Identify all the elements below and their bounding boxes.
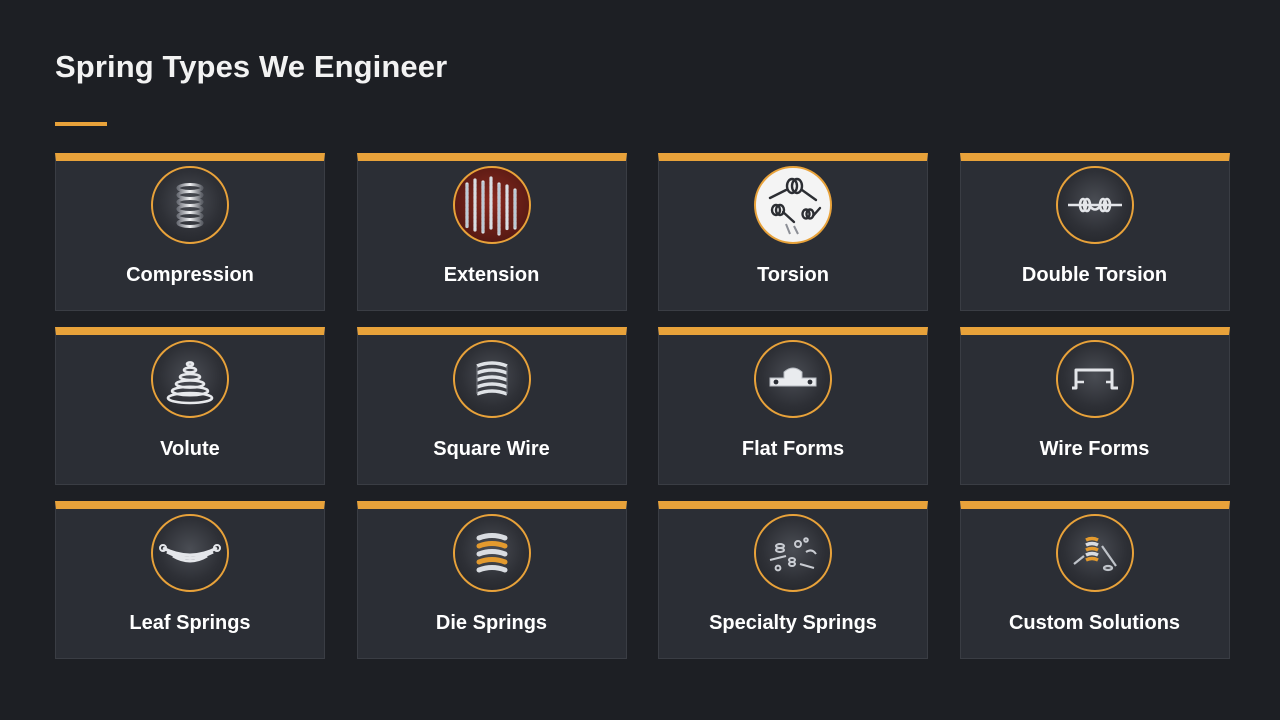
flat-form-icon	[754, 340, 832, 418]
card-label: Torsion	[757, 264, 829, 286]
card-torsion[interactable]: Torsion	[658, 153, 928, 311]
card-label: Leaf Springs	[129, 612, 251, 634]
card-square-wire[interactable]: Square Wire	[356, 327, 627, 485]
spring-type-grid: Compression	[55, 153, 1230, 659]
card-label: Wire Forms	[1039, 438, 1150, 460]
card-custom-solutions[interactable]: Custom Solutions	[959, 501, 1230, 659]
card-volute[interactable]: Volute	[55, 327, 325, 485]
card-label: Volute	[160, 438, 220, 460]
card-label: Double Torsion	[1021, 264, 1168, 286]
card-extension[interactable]: Extension	[356, 153, 627, 311]
card-label: Custom Solutions	[1008, 612, 1181, 634]
double-torsion-spring-icon	[1055, 166, 1134, 244]
compression-spring-icon	[151, 166, 229, 244]
square-wire-spring-icon	[452, 340, 531, 418]
title-accent-rule	[55, 122, 107, 126]
die-spring-icon	[452, 514, 531, 592]
card-specialty-springs[interactable]: Specialty Springs	[658, 501, 928, 659]
card-label: Specialty Springs	[709, 612, 877, 634]
card-leaf-springs[interactable]: Leaf Springs	[55, 501, 325, 659]
card-double-torsion[interactable]: Double Torsion	[959, 153, 1230, 311]
custom-solutions-icon	[1055, 514, 1134, 592]
card-die-springs[interactable]: Die Springs	[356, 501, 627, 659]
torsion-spring-icon	[754, 166, 832, 244]
specialty-springs-icon	[754, 514, 832, 592]
extension-spring-icon	[452, 166, 531, 244]
card-compression[interactable]: Compression	[55, 153, 325, 311]
card-label: Die Springs	[435, 612, 548, 634]
card-flat-forms[interactable]: Flat Forms	[658, 327, 928, 485]
wire-form-icon	[1055, 340, 1134, 418]
card-label: Compression	[126, 264, 254, 286]
card-label: Flat Forms	[741, 438, 845, 460]
card-label: Extension	[443, 264, 540, 286]
card-wire-forms[interactable]: Wire Forms	[959, 327, 1230, 485]
card-label: Square Wire	[433, 438, 550, 460]
volute-spring-icon	[151, 340, 229, 418]
leaf-spring-icon	[151, 514, 229, 592]
page-title: Spring Types We Engineer	[55, 49, 448, 84]
